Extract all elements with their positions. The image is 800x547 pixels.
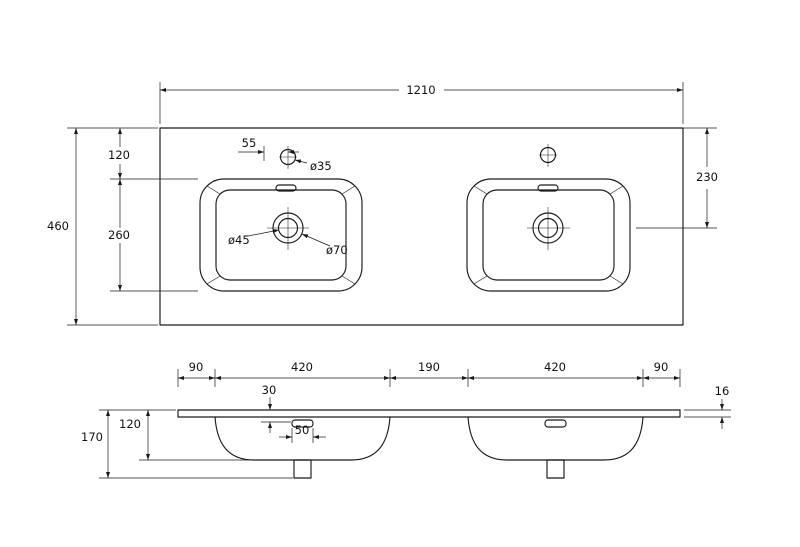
dim-top-edge-to-basin: 120: [108, 148, 130, 162]
plan-view: [159, 127, 684, 326]
dim-right-basin-width: 420: [544, 360, 566, 374]
front-right-overflow: [544, 419, 567, 428]
dim-edge-to-drain-center: 230: [696, 170, 718, 184]
dim-basin-front-to-back: 260: [108, 228, 130, 242]
dim-drain-inner-diameter: ø45: [228, 233, 250, 247]
plan-left-basin: [199, 146, 363, 292]
front-right-bowl: [467, 416, 644, 461]
dim-overflow-width: 50: [295, 423, 310, 437]
front-dimension-lines: [99, 369, 731, 479]
dim-drain-outer-diameter: ø70: [326, 243, 348, 257]
front-labels: 90 420 190 420 90 16 30 50 120 170: [81, 360, 729, 444]
dim-left-margin: 90: [189, 360, 204, 374]
front-view: [177, 409, 681, 479]
plan-right-overflow-slot: [537, 184, 559, 192]
plan-left-overflow-slot: [275, 184, 297, 192]
dim-overall-width: 1210: [406, 83, 435, 97]
dim-faucet-offset: 55: [242, 136, 257, 150]
front-left-overflow: [291, 419, 314, 428]
dim-center-gap: 190: [418, 360, 440, 374]
plan-right-basin: [466, 144, 631, 292]
dim-overall-height: 170: [81, 430, 103, 444]
dim-overflow-drop: 30: [262, 383, 277, 397]
dim-faucet-hole-diameter: ø35: [310, 159, 332, 173]
dim-overall-depth: 460: [47, 219, 69, 233]
front-left-drain-stub: [293, 459, 312, 479]
dim-right-margin: 90: [654, 360, 669, 374]
dim-basin-depth: 120: [119, 417, 141, 431]
plan-countertop-outline: [159, 127, 684, 326]
plan-labels: 1210 460 120 260 55 ø35 ø45 ø70 230: [47, 83, 718, 257]
front-right-drain-stub: [546, 459, 565, 479]
plan-dimension-lines: [67, 82, 717, 326]
dim-left-basin-width: 420: [291, 360, 313, 374]
dim-top-thickness: 16: [715, 384, 730, 398]
